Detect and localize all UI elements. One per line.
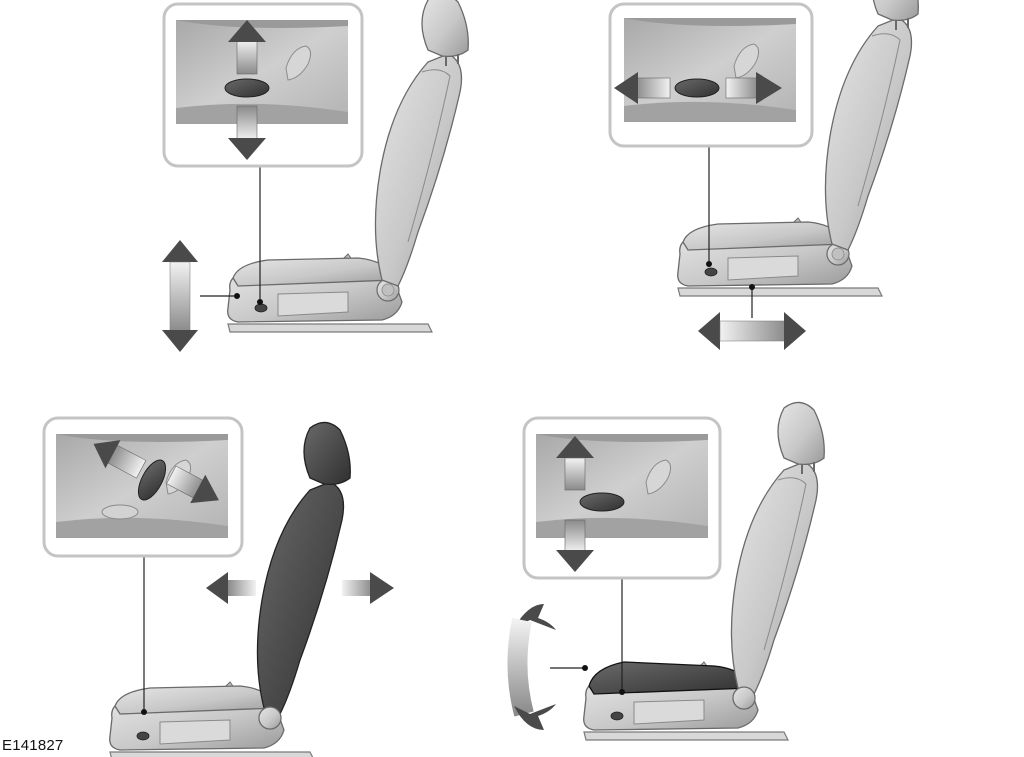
inset-switch-closeup [42, 416, 244, 558]
inset-switch-closeup [162, 2, 364, 168]
seat-illustration [583, 401, 826, 741]
callout-line [141, 556, 147, 715]
left-right-arrow-icon [614, 72, 782, 104]
callout-line [706, 146, 755, 318]
panel-cushion-tilt [507, 401, 826, 741]
up-down-arrow-icon [228, 20, 266, 160]
inset-switch-closeup [608, 2, 814, 148]
callout-line [550, 578, 625, 695]
front-up-down-arrow-icon [556, 436, 594, 572]
seat-vertical-arrow-icon [162, 240, 198, 352]
panel-seat-fore-aft [608, 0, 920, 350]
tilt-arrow-icon [93, 440, 219, 504]
figure-reference-code: E141827 [2, 737, 64, 754]
backrest-recline-arrow-icon [206, 572, 394, 604]
panel-seat-height [162, 0, 470, 352]
callout-line [200, 166, 263, 305]
inset-switch-closeup [522, 416, 722, 580]
seat-horizontal-arrow-icon [698, 312, 806, 350]
cushion-tilt-arrow-icon [507, 604, 556, 730]
panel-backrest-recline [42, 416, 394, 757]
backrest-highlighted [256, 421, 351, 715]
seat-illustration [109, 421, 351, 757]
cushion-highlighted [588, 661, 751, 695]
